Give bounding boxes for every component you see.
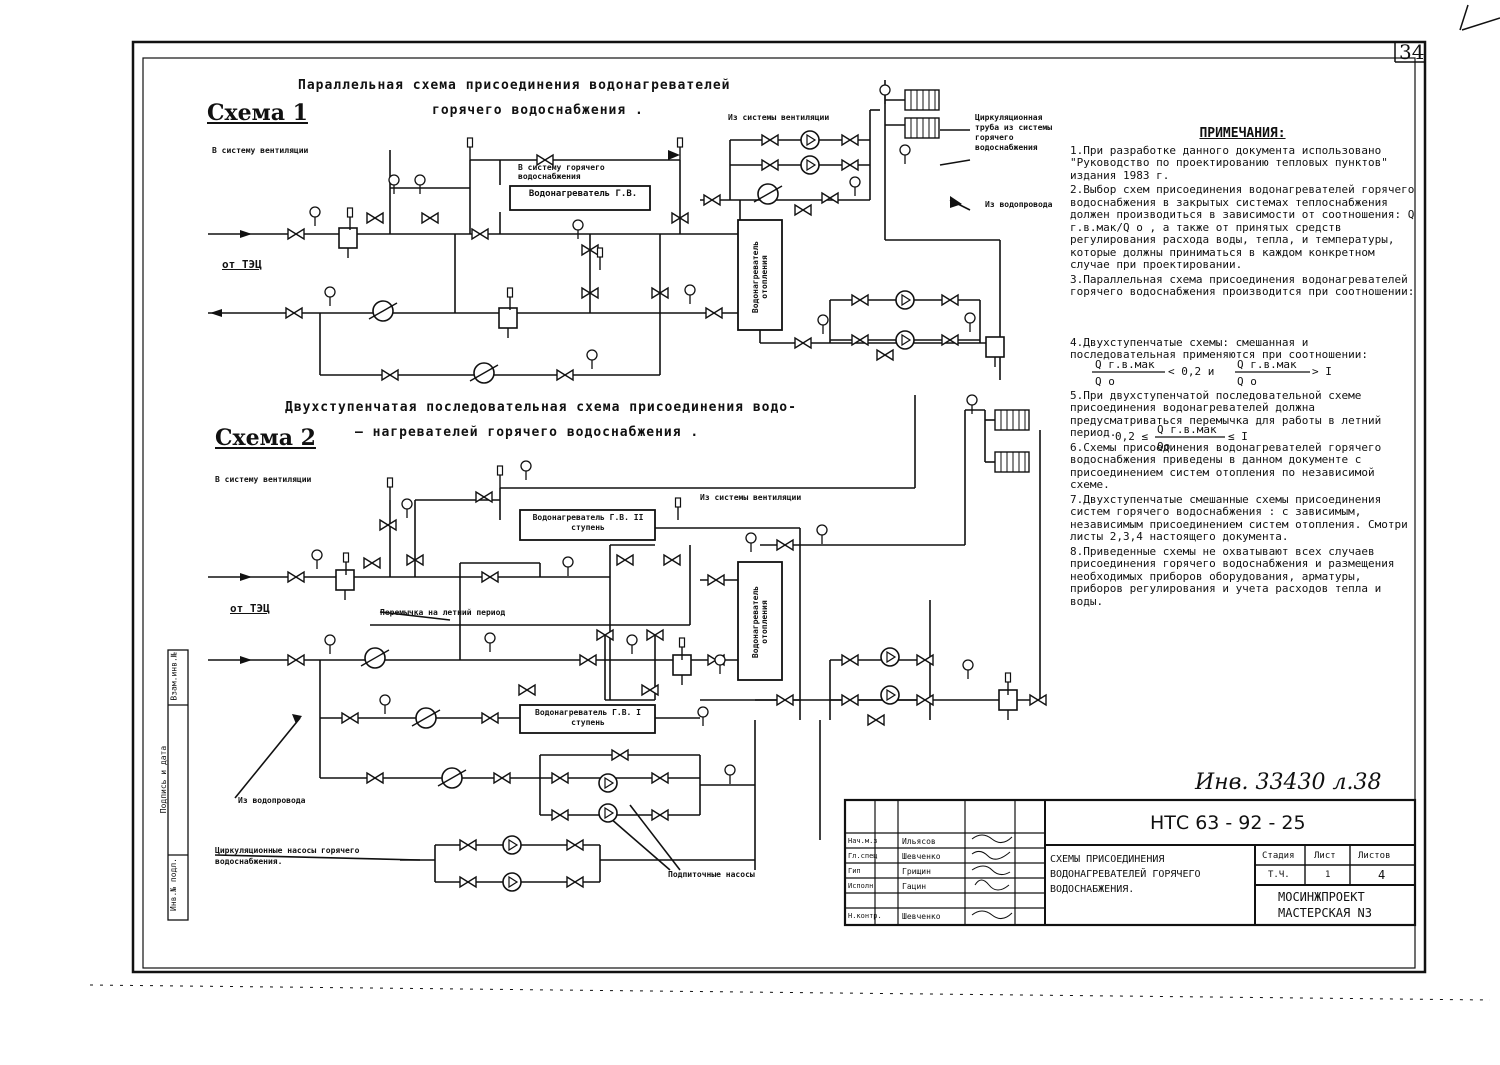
schema2-circulation-pumps: Циркуляционные насосы горячего водоснабж… [215, 846, 360, 866]
schema1-heating-heater-label: Водонагреватель отопления [751, 240, 769, 314]
formula3-a-den: Q о [1095, 375, 1115, 388]
formula-bars [1092, 371, 1310, 438]
formula4-pre: 0,2 ≤ [1115, 430, 1149, 443]
note-7: 7.Двухступенчатые смешанные схемы присое… [1070, 492, 1408, 543]
formula3-b-rel: > I [1312, 365, 1332, 378]
side-strip-label-1: Инв.№ подл. [168, 858, 178, 911]
formula3-a-rel: < 0,2 и [1168, 365, 1215, 378]
sheet-number: 34 [1399, 40, 1425, 64]
sheets-value: 4 [1378, 868, 1386, 882]
role-1: Нач.м.з [848, 837, 878, 845]
role-3: Гип [848, 867, 861, 875]
schema2-heating-heater-label: Водонагреватель отопления [751, 585, 769, 659]
note-4: 4.Двухступенчатые схемы: смешанная и пос… [1070, 335, 1369, 361]
signature-scribbles [971, 834, 1013, 919]
role-4: Исполн [848, 882, 874, 890]
stage-value: Т.Ч. [1268, 870, 1290, 880]
schema2-makeup-pumps: Подпиточные насосы [668, 870, 755, 879]
flow-arrows [210, 150, 962, 724]
schema2-heater-stage2-label: Водонагреватель Г.В. II ступень [532, 513, 644, 532]
schema2-heater-stage1-label: Водонагреватель Г.В. I ступень [535, 708, 641, 727]
document-code: НТС 63 - 92 - 25 [1150, 812, 1306, 834]
note-6: 6.Схемы присоединения водонагревателей г… [1070, 440, 1382, 491]
schema2-label: Схема 2 [215, 425, 316, 451]
schema1-to-hot-water: В систему горячего водоснабжения [518, 163, 605, 181]
schema2-equipment [287, 394, 1047, 892]
schema1-title-line1: Параллельная схема присоединения водонаг… [298, 78, 731, 93]
schema1-from-tec: от ТЭЦ [222, 258, 262, 271]
name-3: Грищин [902, 867, 931, 876]
role-2: Гл.спец [848, 852, 878, 860]
schema2-valves [287, 491, 1047, 888]
schema1-heater-gv [509, 185, 651, 211]
schema2-title-line1: Двухступенчатая последовательная схема п… [285, 400, 797, 415]
role-5: Н.контр. [848, 912, 882, 920]
side-strip [167, 649, 189, 921]
schema1-thermometers [346, 137, 684, 311]
name-2: Шевченко [902, 852, 941, 861]
schema2-summer-bypass: Перемычка на летний период [380, 608, 506, 617]
schema1-heater-label: Водонагреватель Г.В. [528, 189, 638, 199]
note-3-formula-space [1070, 301, 1415, 337]
schema1-from-ventilation: Из системы вентиляции [728, 113, 830, 122]
schema2-to-ventilation: В систему вентиляции [215, 475, 312, 484]
schema1-from-water-supply: Из водопровода [985, 200, 1053, 209]
formula3-b-den: Q о [1237, 375, 1257, 388]
name-1: Ильясов [902, 837, 936, 846]
document-title: СХЕМЫ ПРИСОЕДИНЕНИЯ ВОДОНАГРЕВАТЕЛЕЙ ГОР… [1050, 854, 1201, 895]
formula3-b-num: Q г.в.мак [1237, 358, 1297, 371]
schema1-gauges [309, 84, 976, 370]
schema2-from-water-supply: Из водопровода [238, 796, 306, 805]
schema1-heating-heater [737, 219, 783, 331]
org-line2: МАСТЕРСКАЯ N3 [1278, 906, 1372, 920]
name-5: Шевченко [902, 912, 941, 921]
formula3-a-num: Q г.в.мак [1095, 358, 1155, 371]
schema1-label: Схема 1 [207, 100, 308, 126]
notes-panel: ПРИМЕЧАНИЯ: 1.При разработке данного док… [1070, 126, 1415, 610]
note-2: 2.Выбор схем присоединения водонагревате… [1070, 183, 1415, 271]
note-1: 1.При разработке данного документа испол… [1070, 143, 1388, 182]
org-line1: МОСИНЖПРОЕКТ [1278, 890, 1365, 904]
formula4-num: Q г.в.мак [1157, 423, 1217, 436]
formula4-den: Qо [1157, 440, 1171, 453]
note-8: 8.Приведенные схемы не охватывают всех с… [1070, 544, 1395, 608]
schema2-heater-stage1 [519, 704, 656, 734]
col-stage: Стадия [1262, 851, 1295, 861]
schema2-heating-heater [737, 561, 783, 681]
title-block-grid [843, 798, 1417, 927]
sheet-value: 1 [1325, 870, 1331, 880]
schema1-circulation-pipe: Циркуляционная труба из системы горячего… [975, 113, 1053, 152]
schema1-title-line2: горячего водоснабжения . [432, 103, 644, 118]
side-strip-label-2: Подпись и дата [159, 745, 169, 814]
name-4: Гацин [902, 882, 927, 891]
schema2-heater-stage2 [519, 509, 656, 541]
schema1-equipment [285, 84, 1005, 384]
notes-heading: ПРИМЕЧАНИЯ: [1199, 126, 1286, 141]
schema2-title-line2: – нагревателей горячего водоснабжения . [355, 425, 700, 440]
schema1-to-ventilation: В систему вентиляции [212, 146, 309, 155]
sheet-frame [89, 4, 1500, 1001]
col-sheets: Листов [1358, 851, 1391, 861]
schema2-from-ventilation: Из системы вентиляции [700, 493, 802, 502]
side-strip-label-3: Взам.инв.№ [169, 652, 179, 701]
note-5: 5.При двухступенчатой последовательной с… [1070, 388, 1382, 439]
inventory-stamp: Инв. 33430 л.38 [1195, 770, 1382, 795]
schema2-from-tec: от ТЭЦ [230, 602, 270, 615]
note-3: 3.Параллельная схема присоединения водон… [1070, 272, 1415, 298]
schema1-piping [208, 80, 1001, 380]
col-sheet: Лист [1314, 851, 1336, 861]
formula4-rel: ≤ I [1228, 430, 1248, 443]
